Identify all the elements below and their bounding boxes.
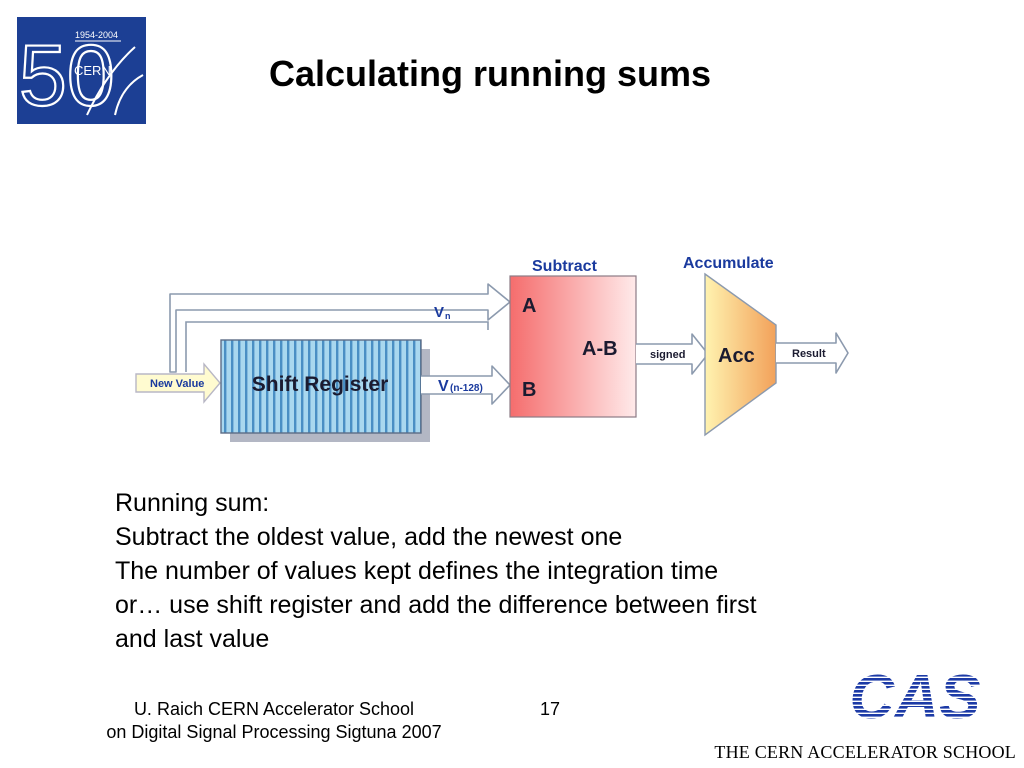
signed-label: signed: [650, 349, 685, 361]
vn-label: V: [434, 304, 444, 321]
body-text: Running sum: Subtract the oldest value, …: [115, 486, 757, 656]
vn-wire: [169, 283, 511, 373]
accumulate-title: Accumulate: [683, 255, 774, 272]
body-line: The number of values kept defines the in…: [115, 557, 719, 585]
body-line: and last value: [115, 625, 270, 653]
slide-title: Calculating running sums: [268, 53, 712, 94]
logo-years: 1954-2004: [75, 30, 118, 40]
subtract-title: Subtract: [532, 258, 598, 275]
accumulator-block: [704, 272, 777, 437]
logo-org: CERN: [74, 63, 111, 78]
input-b-label: B: [522, 379, 536, 401]
cern-50-emblem-icon: 1954-2004 50 CERN: [18, 27, 144, 124]
footer-credit: U. Raich CERN Accelerator School on Digi…: [84, 698, 464, 744]
cas-logo: CAS: [850, 666, 981, 726]
shift-register-label: Shift Register: [252, 373, 389, 396]
logo-big-number: 50: [19, 28, 115, 124]
vn-subscript: n: [445, 311, 451, 321]
result-arrow: [776, 332, 849, 374]
v-old-label: V: [438, 378, 449, 395]
new-value-arrow: [135, 362, 221, 404]
v-old-subscript: (n-128): [450, 383, 483, 394]
cas-logo-text: CAS: [850, 666, 981, 726]
page-number: 17: [539, 699, 561, 719]
a-minus-b-label: A-B: [582, 338, 618, 360]
footer-line-1: U. Raich CERN Accelerator School: [133, 699, 415, 719]
shift-register-block: [220, 339, 422, 434]
cas-tagline: THE CERN ACCELERATOR SCHOOL: [714, 742, 1016, 762]
input-a-label: A: [522, 295, 536, 317]
acc-label: Acc: [718, 345, 755, 367]
body-line: Subtract the oldest value, add the newes…: [115, 523, 623, 551]
cern-50-logo: 1954-2004 50 CERN: [17, 17, 146, 124]
body-line: Running sum:: [115, 489, 270, 517]
body-line: or… use shift register and add the diffe…: [115, 591, 757, 619]
result-label: Result: [792, 348, 826, 360]
new-value-label: New Value: [150, 378, 204, 390]
footer-line-2: on Digital Signal Processing Sigtuna 200…: [106, 722, 442, 742]
